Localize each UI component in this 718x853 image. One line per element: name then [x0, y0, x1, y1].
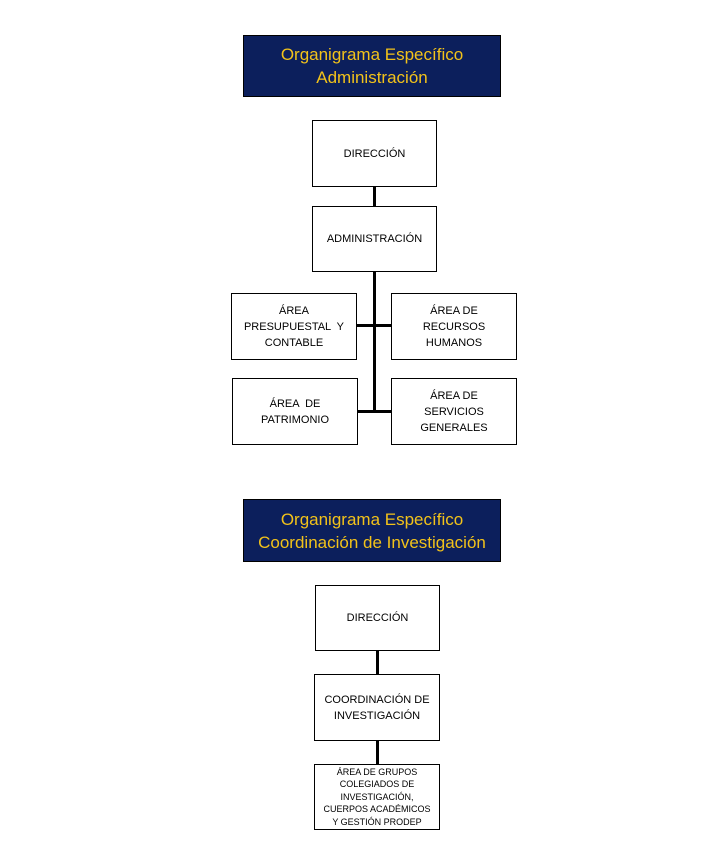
title-line-2: Coordinación de Investigación: [258, 532, 486, 552]
title-line-1: Organigrama Específico: [280, 45, 464, 64]
node-label-line: ÁREA DE: [269, 397, 321, 410]
node-label-line: CONTABLE: [264, 336, 324, 349]
node-area-patrimonio: ÁREA DE PATRIMONIO: [232, 378, 358, 445]
node-label-line: SERVICIOS: [424, 405, 484, 418]
node-label-line: INVESTIGACIÓN,: [340, 791, 414, 802]
node-area-grupos-colegiados: ÁREA DE GRUPOS COLEGIADOS DE INVESTIGACI…: [314, 764, 440, 830]
node-label-line: PRESUPUESTAL Y: [243, 320, 345, 333]
org-chart-title-coordinacion-investigacion: Organigrama Específico Coordinación de I…: [243, 499, 501, 562]
node-label-line: PATRIMONIO: [260, 413, 330, 426]
node-label-line: CUERPOS ACADÉMICOS: [323, 804, 431, 815]
connector-branch-lower: [357, 410, 391, 413]
org-chart-title-administracion: Organigrama Específico Administración: [243, 35, 501, 97]
node-area-servicios-generales: ÁREA DE SERVICIOS GENERALES: [391, 378, 517, 445]
connector-administracion-trunk: [373, 271, 376, 412]
node-label-line: ÁREA DE: [430, 389, 478, 402]
node-label-line: INVESTIGACIÓN: [333, 709, 421, 722]
node-label-line: GENERALES: [420, 421, 488, 434]
connector-direccion-administracion: [373, 186, 376, 206]
node-administracion: ADMINISTRACIÓN: [312, 206, 437, 272]
node-label-line: Y GESTIÓN PRODEP: [332, 816, 422, 827]
node-label-line: COLEGIADOS DE: [339, 779, 415, 790]
node-direccion-2: DIRECCIÓN: [315, 585, 440, 651]
node-area-recursos-humanos: ÁREA DE RECURSOS HUMANOS: [391, 293, 517, 360]
node-coordinacion-investigacion: COORDINACIÓN DE INVESTIGACIÓN: [314, 674, 440, 741]
node-label-line: ÁREA DE GRUPOS: [336, 766, 418, 777]
node-label-line: ÁREA: [279, 304, 309, 317]
node-label-line: COORDINACIÓN DE: [324, 693, 430, 706]
node-label: DIRECCIÓN: [343, 147, 406, 160]
node-label-line: ÁREA DE: [430, 304, 478, 317]
node-area-presupuestal-contable: ÁREA PRESUPUESTAL Y CONTABLE: [231, 293, 357, 360]
node-label: DIRECCIÓN: [346, 612, 409, 624]
title-line-2: Administración: [316, 68, 428, 87]
connector-coordinacion-area: [376, 740, 379, 765]
connector-direccion-coordinacion: [376, 650, 379, 675]
node-label-line: HUMANOS: [425, 336, 483, 349]
title-line-1: Organigrama Específico: [280, 509, 464, 529]
node-label: ADMINISTRACIÓN: [326, 233, 423, 245]
node-direccion: DIRECCIÓN: [312, 120, 437, 187]
connector-branch-upper: [356, 324, 391, 327]
node-label-line: RECURSOS: [422, 320, 486, 333]
